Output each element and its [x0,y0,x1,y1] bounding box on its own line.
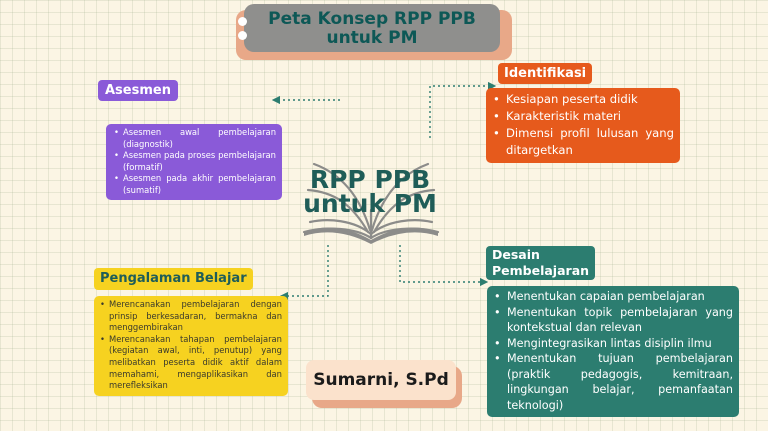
desain-label: Desain Pembelajaran [486,246,596,280]
author-card: Sumarni, S.Pd [306,360,456,400]
list-item: Asesmen awal pembelajaran (diagnostik) [114,127,276,150]
pengalaman-label: Pengalaman Belajar [94,268,253,290]
desain-label-line2: Pembelajaran [492,263,590,278]
identifikasi-label-text: Identifikasi [504,66,587,81]
center-title-line1: RPP PPB [309,165,431,194]
page-title-line1: Peta Konsep RPP PPB [268,9,476,29]
list-item: Karakteristik materi [492,108,674,125]
list-item: Menentukan topik pembelajaran yang konte… [493,305,733,336]
list-item: Asesmen pada proses pembelajaran (format… [114,150,276,173]
title-banner [244,4,500,52]
asesmen-label: Asesmen [98,80,178,101]
pengalaman-label-text: Pengalaman Belajar [100,271,247,286]
pengalaman-list: Merencanakan pembelajaran dengan prinsip… [94,296,288,396]
arrow-to-pengalaman [279,245,329,301]
list-item: Dimensi profil lulusan yang ditargetkan [492,125,674,159]
list-item: Kesiapan peserta didik [492,91,674,108]
identifikasi-list: Kesiapan peserta didik Karakteristik mat… [486,88,680,163]
banner-dot-icon [238,31,247,40]
list-item: Merencanakan pembelajaran dengan prinsip… [100,299,282,334]
author-name: Sumarni, S.Pd [313,370,449,390]
open-book-icon [302,162,440,244]
desain-list: Menentukan capaian pembelajaran Menentuk… [487,286,739,417]
banner-dot-icon [238,17,247,26]
asesmen-label-text: Asesmen [105,83,171,98]
identifikasi-label: Identifikasi [498,63,593,84]
list-item: Merencanakan tahapan pembelajaran (kegia… [100,334,282,392]
list-item: Menentukan capaian pembelajaran [493,289,733,305]
list-item: Mengintegrasikan lintas disiplin ilmu [493,336,733,352]
asesmen-list: Asesmen awal pembelajaran (diagnostik) A… [106,124,282,200]
page-title: Peta Konsep RPP PPB untuk PM [244,10,500,48]
list-item: Asesmen pada akhir pembelajaran (sumatif… [114,173,276,196]
arrow-to-identifikasi [429,81,497,138]
center-title: RPP PPB untuk PM [290,165,450,218]
list-item: Menentukan tujuan pembelajaran (praktik … [493,351,733,413]
arrow-to-desain [399,245,489,287]
center-title-line2: untuk PM [303,189,437,218]
desain-label-line1: Desain [492,247,540,262]
page-title-line2: untuk PM [326,28,418,48]
